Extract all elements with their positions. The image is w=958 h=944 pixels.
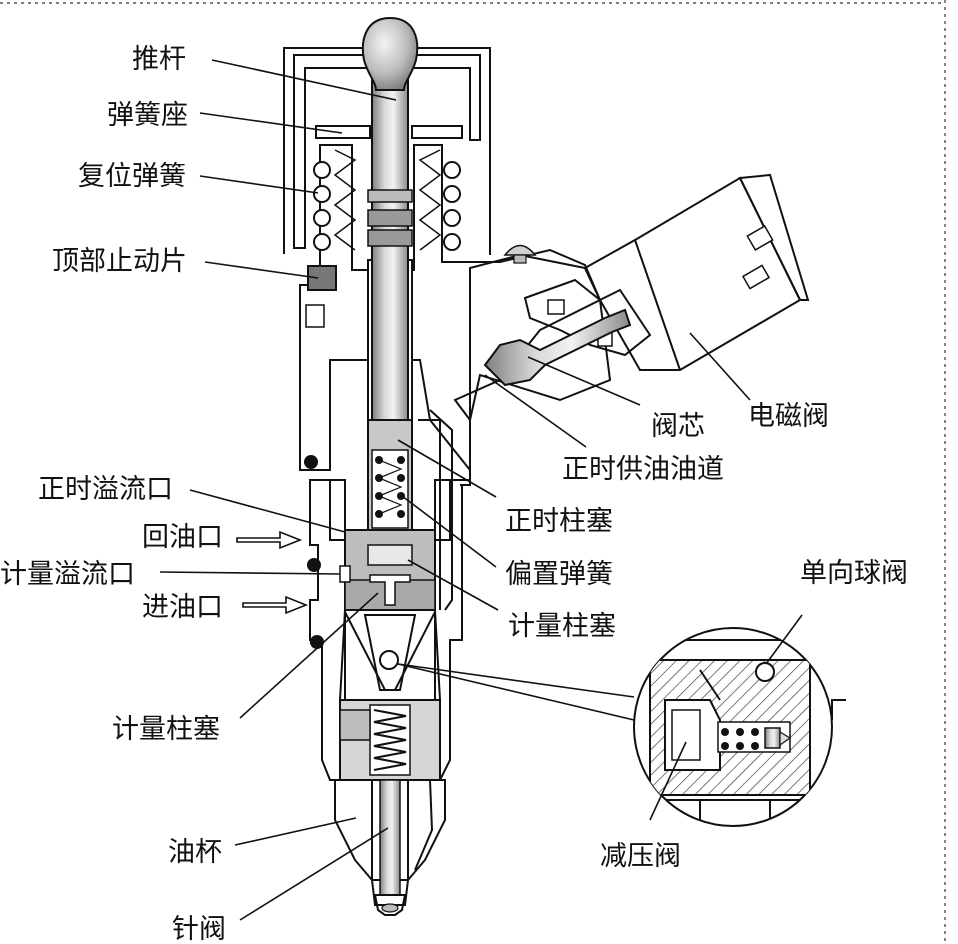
label-metering-plunger: 计量柱塞 — [508, 611, 616, 642]
oil-inlet-arrow — [242, 595, 309, 615]
spring-seat — [315, 125, 463, 139]
label-oil-return-port: 回油口 — [142, 522, 223, 553]
label-timing-supply-passage: 正时供油油道 — [562, 454, 724, 485]
label-oil-cup: 油杯 — [168, 837, 222, 868]
detail-inset — [633, 627, 846, 827]
push-rod — [361, 16, 419, 421]
label-oil-inlet-port: 进油口 — [142, 592, 223, 623]
label-needle-valve: 针阀 — [172, 914, 226, 944]
labels: 推杆 弹簧座 复位弹簧 顶部止动片 电磁阀 阀芯 正时供油油道 正时溢流口 回油… — [0, 44, 908, 944]
label-spring-seat: 弹簧座 — [107, 100, 188, 131]
label-metering-overflow-port: 计量溢流口 — [0, 559, 135, 590]
label-valve-core: 阀芯 — [651, 411, 705, 442]
label-timing-plunger: 正时柱塞 — [505, 506, 613, 537]
label-metering-plunger-lower: 计量柱塞 — [112, 714, 220, 745]
timing-plunger — [367, 419, 413, 531]
label-return-spring: 复位弹簧 — [78, 161, 186, 192]
label-pressure-relief-valve: 减压阀 — [600, 841, 681, 872]
label-solenoid-valve: 电磁阀 — [748, 401, 829, 432]
needle-spring — [373, 709, 407, 771]
label-check-ball-valve: 单向球阀 — [800, 558, 908, 589]
leader-lines — [159, 59, 803, 921]
label-push-rod: 推杆 — [132, 44, 186, 75]
injector-body — [283, 47, 602, 916]
label-bias-spring: 偏置弹簧 — [505, 559, 613, 590]
label-timing-overflow-port: 正时溢流口 — [38, 474, 173, 505]
top-stop-plate — [307, 265, 337, 291]
oil-return-arrow — [236, 530, 303, 550]
solenoid-valve — [469, 173, 810, 421]
return-spring — [313, 149, 461, 251]
label-top-stop-plate: 顶部止动片 — [52, 246, 187, 277]
